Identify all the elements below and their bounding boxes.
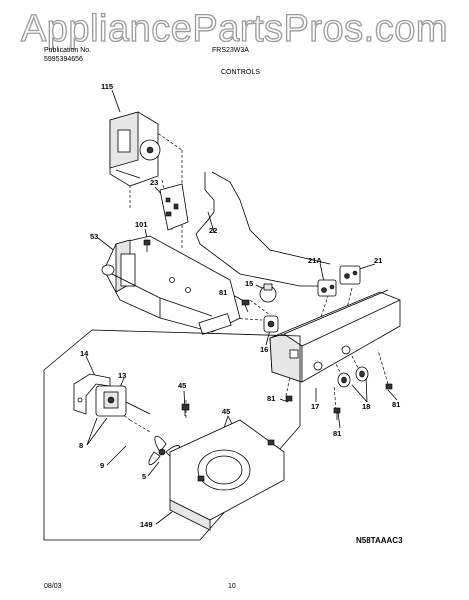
shroud-screws	[197, 439, 275, 482]
callout-45-upper: 45	[178, 381, 187, 390]
callout-101: 101	[135, 220, 148, 229]
callout-115: 115	[101, 82, 114, 91]
publication-number: 5995394656	[44, 56, 83, 63]
part-149-shroud	[169, 419, 285, 531]
callout-18: 18	[362, 402, 371, 411]
part-81-screw-a	[241, 299, 250, 313]
callout-16: 16	[260, 345, 269, 354]
part-15-lamp	[259, 283, 277, 303]
part-21a-switch	[317, 279, 337, 297]
callout-14: 14	[80, 349, 89, 358]
watermark-logo: AppliancePartsPros.com	[20, 7, 449, 50]
footer-page-number: 10	[228, 583, 236, 590]
part-14-bracket	[73, 373, 111, 415]
part-115-control-box	[109, 111, 161, 187]
callout-45-lower: 45	[222, 407, 231, 416]
fan-assembly-frame	[43, 329, 301, 541]
model-number: FRS23W3A	[212, 47, 249, 54]
callout-53: 53	[90, 232, 99, 241]
part-81-screws-lower	[285, 383, 393, 420]
part-101-screw	[143, 239, 151, 252]
part-22-wire	[195, 171, 331, 287]
part-16-socket	[263, 315, 279, 333]
callout-21: 21	[374, 256, 383, 265]
callout-22: 22	[209, 226, 218, 235]
publication-label: Publication No.	[44, 47, 92, 54]
callout-81-bottom: 81	[333, 429, 342, 438]
callout-149: 149	[140, 520, 153, 529]
callout-8: 8	[79, 441, 84, 450]
part-23-board	[159, 183, 189, 231]
part-18-knobs	[337, 366, 369, 388]
callout-81-right: 81	[392, 400, 401, 409]
callout-23: 23	[150, 178, 159, 187]
callout-81-top: 81	[219, 288, 228, 297]
part-13-motor	[95, 385, 151, 417]
callout-17: 17	[311, 402, 320, 411]
callout-15: 15	[245, 279, 254, 288]
callout-21a: 21A	[308, 256, 322, 265]
part-21-switch	[339, 265, 361, 285]
part-53-housing	[101, 235, 241, 335]
part-17-panel	[269, 289, 401, 383]
callout-9: 9	[100, 461, 105, 470]
diagram-code: N58TAAAC3	[356, 536, 403, 545]
callout-5: 5	[142, 472, 147, 481]
section-title: CONTROLS	[221, 69, 260, 76]
callout-13: 13	[118, 371, 127, 380]
footer-date: 08/03	[44, 583, 62, 590]
callout-81-left: 81	[267, 394, 276, 403]
